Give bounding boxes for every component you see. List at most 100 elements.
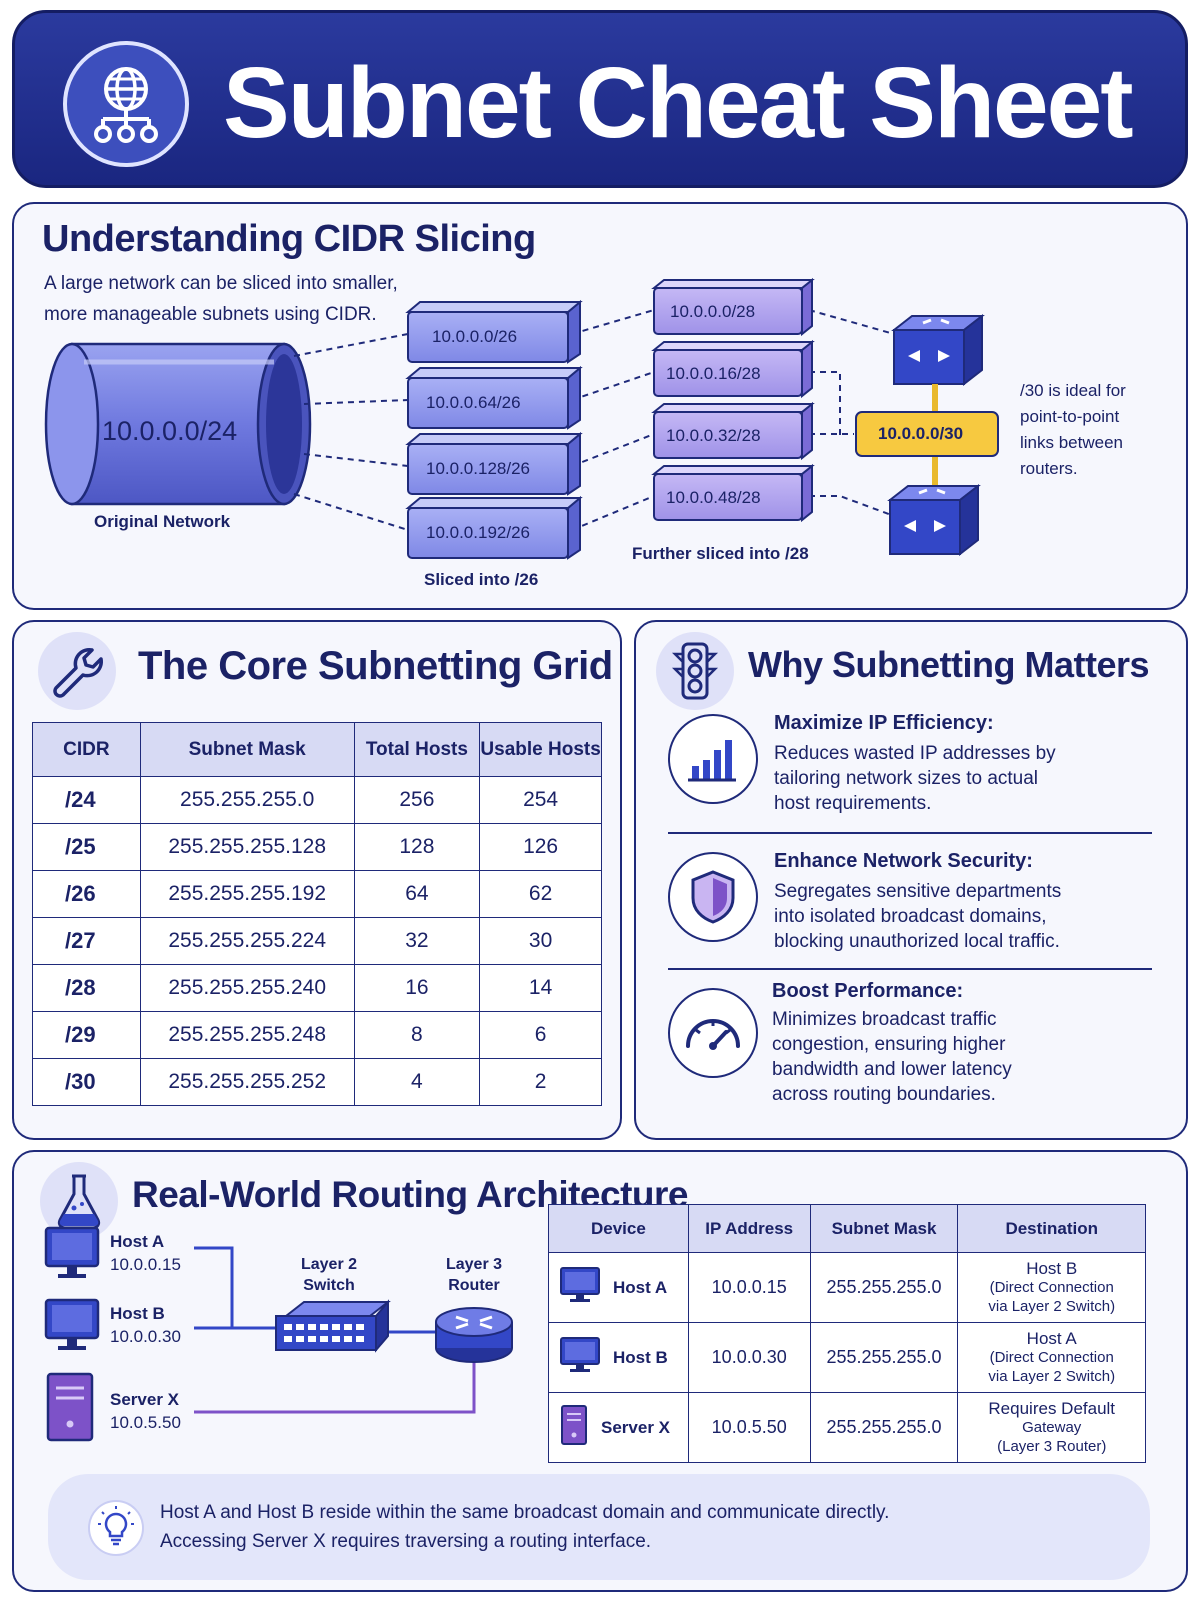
cell-destination: Host A(Direct Connection via Layer 2 Swit…	[957, 1322, 1146, 1393]
wrench-icon	[38, 632, 116, 710]
router-cube-top	[891, 313, 985, 387]
cell-cidr: /30	[32, 1058, 141, 1106]
desc-line: blocking unauthorized local traffic.	[774, 931, 1060, 952]
slice-26-tiles	[405, 299, 583, 560]
globe-network-icon	[63, 41, 189, 167]
link-note-line: routers.	[1020, 459, 1078, 478]
device-name: Host B	[613, 1347, 668, 1367]
dest-line: (Direct Connection	[989, 1279, 1114, 1296]
header-total-hosts: Total Hosts	[353, 722, 481, 777]
host-b-ip: 10.0.0.30	[110, 1327, 181, 1346]
desc-line: congestion, ensuring higher	[772, 1034, 1006, 1055]
host-a-ip: 10.0.0.15	[110, 1255, 181, 1274]
cell-subnet-mask: 255.255.255.192	[139, 870, 355, 918]
routing-diagram	[44, 1226, 513, 1442]
header-subnet-mask: Subnet Mask	[139, 722, 355, 777]
router-label-line: Router	[448, 1277, 500, 1294]
dest-line: (Direct Connection	[989, 1349, 1114, 1366]
slice-26-caption: Sliced into /26	[424, 570, 539, 589]
header-destination: Destination	[957, 1204, 1146, 1253]
monitor-icon	[559, 1336, 601, 1379]
cell-cidr: /27	[32, 917, 141, 965]
slice-26-label-2: 10.0.0.64/26	[426, 393, 521, 412]
grid-section-title: The Core Subnetting Grid	[138, 644, 613, 688]
why-item-title: Maximize IP Efficiency:	[774, 712, 994, 734]
desc-line: bandwidth and lower latency	[772, 1059, 1012, 1080]
cell-total-hosts: 256	[353, 776, 481, 824]
cell-usable-hosts: 14	[479, 964, 602, 1012]
why-item-efficiency: Maximize IP Efficiency: Reduces wasted I…	[774, 712, 1056, 816]
why-item-title: Enhance Network Security:	[774, 850, 1033, 872]
cell-subnet-mask: 255.255.255.0	[809, 1392, 959, 1463]
layer3-router-icon	[435, 1307, 513, 1363]
routing-note-bar: Host A and Host B reside within the same…	[48, 1474, 1150, 1580]
device-wrap: Server X	[559, 1404, 688, 1451]
header-banner: Subnet Cheat Sheet	[12, 10, 1188, 188]
cell-usable-hosts: 2	[479, 1058, 602, 1106]
header-subnet-mask: Subnet Mask	[809, 1204, 959, 1253]
desc-line: host requirements.	[774, 793, 932, 814]
router-cube-bottom	[887, 483, 981, 557]
cidr-section-title: Understanding CIDR Slicing	[42, 218, 536, 260]
link-30-note: /30 is ideal for point-to-point links be…	[1020, 378, 1126, 482]
cell-device: Host A	[548, 1252, 689, 1323]
dest-line: Host B	[1026, 1259, 1078, 1278]
slice-26-label-4: 10.0.0.192/26	[426, 523, 530, 542]
cell-cidr: /29	[32, 1011, 141, 1059]
shield-icon	[668, 852, 758, 942]
cell-ip-address: 10.0.0.30	[687, 1322, 811, 1393]
cidr-intro-line-1: A large network can be sliced into small…	[44, 273, 398, 294]
cell-device: Server X	[548, 1392, 689, 1463]
switch-label-line: Layer 2	[300, 1256, 358, 1273]
why-item-performance: Boost Performance: Minimizes broadcast t…	[772, 980, 1012, 1107]
layer2-switch-icon	[275, 1299, 391, 1353]
cidr-diagram	[44, 277, 999, 560]
cell-subnet-mask: 255.255.255.240	[139, 964, 355, 1012]
cell-subnet-mask: 255.255.255.224	[139, 917, 355, 965]
dest-line: Requires Default	[988, 1399, 1116, 1418]
slice-28-label-4: 10.0.0.48/28	[666, 488, 761, 507]
routing-architecture-panel: Real-World Routing Architecture	[12, 1150, 1188, 1592]
link-note-line: /30 is ideal for	[1020, 381, 1126, 400]
why-item-desc: Reduces wasted IP addresses by tailoring…	[774, 741, 1056, 816]
dest-line: via Layer 2 Switch)	[988, 1368, 1116, 1385]
cell-device: Host B	[548, 1322, 689, 1393]
table-header-row: CIDR Subnet Mask Total Hosts Usable Host…	[32, 722, 602, 777]
host-b-name: Host B	[110, 1304, 165, 1323]
original-network-label: Original Network	[94, 512, 231, 531]
desc-line: into isolated broadcast domains,	[774, 906, 1047, 927]
cell-ip-address: 10.0.5.50	[687, 1392, 811, 1463]
server-x-tower-icon	[46, 1372, 94, 1442]
host-a-monitor-icon	[44, 1226, 100, 1278]
cell-total-hosts: 32	[353, 917, 481, 965]
cell-subnet-mask: 255.255.255.248	[139, 1011, 355, 1059]
cell-usable-hosts: 62	[479, 870, 602, 918]
cell-subnet-mask: 255.255.255.252	[139, 1058, 355, 1106]
cell-total-hosts: 4	[353, 1058, 481, 1106]
cell-cidr: /28	[32, 964, 141, 1012]
cell-usable-hosts: 30	[479, 917, 602, 965]
header-usable-hosts: Usable Hosts	[479, 722, 602, 777]
dest-line: Host A	[1026, 1329, 1077, 1348]
cell-ip-address: 10.0.0.15	[687, 1252, 811, 1323]
slice-28-label-1: 10.0.0.0/28	[670, 302, 756, 321]
cell-cidr: /24	[32, 776, 141, 824]
why-item-desc: Minimizes broadcast traffic congestion, …	[772, 1007, 1012, 1107]
cell-subnet-mask: 255.255.255.0	[809, 1252, 959, 1323]
link-30-label-box	[855, 411, 999, 457]
why-divider	[668, 832, 1152, 834]
desc-line: Reduces wasted IP addresses by	[774, 743, 1056, 764]
dest-line: Gateway	[1022, 1419, 1082, 1436]
desc-line: Segregates sensitive departments	[774, 881, 1062, 902]
routing-note-text: Host A and Host B reside within the same…	[160, 1498, 889, 1556]
subnetting-grid-table: CIDR Subnet Mask Total Hosts Usable Host…	[32, 722, 602, 1106]
cell-cidr: /26	[32, 870, 141, 918]
